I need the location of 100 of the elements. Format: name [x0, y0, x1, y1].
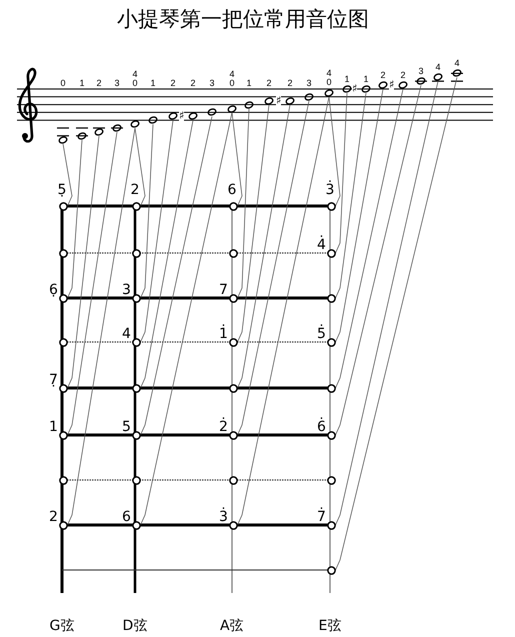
- numbered-note: 3: [122, 281, 131, 299]
- numbered-note: 6̇: [317, 418, 326, 436]
- numbered-note: 4̇: [317, 236, 326, 254]
- finger-number: 4: [326, 68, 332, 78]
- note-head-icon: [207, 108, 217, 116]
- note-head-icon: [94, 128, 104, 136]
- numbered-note: 7: [219, 281, 228, 299]
- leader-line: [140, 112, 232, 526]
- finger-number: 0: [60, 78, 66, 88]
- finger-number: 1: [80, 78, 85, 88]
- note-head-icon: [188, 112, 198, 120]
- finger-number: 2: [288, 78, 293, 88]
- numbered-note: 4: [122, 325, 131, 343]
- sharp-sign: ♯: [276, 94, 282, 107]
- string-label: G弦: [50, 617, 74, 635]
- note-head-icon: [227, 104, 237, 112]
- finger-number: 3: [418, 66, 424, 76]
- numbered-note: 7̣: [49, 371, 58, 389]
- string-label: E弦: [318, 617, 342, 635]
- leader-line: [67, 136, 100, 388]
- leader-line: [335, 80, 438, 526]
- ring-marker-icon: [132, 384, 140, 392]
- finger-number: 1: [364, 74, 369, 84]
- finger-number: 4: [132, 69, 138, 79]
- note-head-icon: [342, 85, 352, 93]
- finger-number: 3: [114, 78, 120, 88]
- note-head-icon: [452, 69, 462, 78]
- leader-line: [237, 108, 250, 298]
- leader-line: [232, 112, 242, 206]
- note-head-icon: [264, 96, 274, 105]
- numbered-note: 3̇: [326, 181, 334, 199]
- leader-line: [134, 128, 146, 206]
- ring-marker-icon: [228, 384, 238, 392]
- ring-marker-icon: [58, 338, 68, 346]
- finger-number: 2: [96, 78, 102, 88]
- note-head-icon: [361, 85, 371, 93]
- sharp-sign: ♯: [352, 83, 358, 95]
- leader-line: [335, 88, 384, 342]
- ring-marker-icon: [326, 384, 336, 392]
- leader-line: [237, 96, 330, 526]
- numbered-note: 6: [228, 181, 236, 199]
- leader-line: [335, 92, 348, 254]
- numbered-note: 2̇: [219, 418, 228, 436]
- finger-number: 4: [454, 58, 460, 68]
- finger-number: 0: [132, 78, 138, 88]
- numbered-note: 6̣: [49, 281, 58, 299]
- finger-number: 2: [190, 78, 196, 88]
- ring-marker-icon: [326, 566, 336, 574]
- note-head-icon: [433, 73, 443, 82]
- ring-marker-icon: [132, 476, 140, 484]
- ring-marker-icon: [58, 248, 68, 258]
- finger-number: 2: [266, 78, 272, 88]
- leader-line: [67, 128, 136, 526]
- note-head-icon: [304, 92, 314, 101]
- note-head-icon: [148, 116, 158, 124]
- numbered-note: 1̇: [219, 325, 228, 343]
- leader-line: [140, 120, 174, 342]
- note-head-icon: [77, 132, 87, 140]
- leader-line: [335, 77, 458, 570]
- note-head-icon: [416, 77, 426, 86]
- leader-line: [335, 92, 366, 298]
- ring-marker-icon: [58, 476, 68, 484]
- numbered-note: 2: [49, 508, 58, 526]
- note-head-icon: [168, 112, 178, 120]
- leader-line: [67, 139, 82, 298]
- leader-line: [140, 124, 154, 298]
- leader-line: [237, 100, 310, 436]
- note-head-icon: [130, 120, 140, 128]
- string-label: A弦: [220, 617, 244, 635]
- finger-number: 1: [246, 78, 252, 88]
- numbered-note: 5: [122, 418, 131, 436]
- finger-number: 4: [230, 69, 235, 79]
- note-head-icon: [58, 136, 68, 144]
- finger-number: 2: [170, 78, 176, 88]
- ring-marker-icon: [228, 248, 238, 258]
- note-head-icon: [112, 124, 122, 132]
- finger-number: 4: [436, 62, 441, 72]
- numbered-note: 3̇: [219, 508, 228, 526]
- leader-line: [237, 104, 270, 342]
- finger-number: 3: [210, 78, 215, 88]
- finger-number: 1: [344, 74, 350, 84]
- leader-line: [335, 84, 422, 436]
- note-head-icon: [244, 100, 254, 109]
- finger-number: 3: [306, 78, 312, 88]
- finger-number: 0: [230, 78, 235, 88]
- ring-marker-icon: [326, 476, 336, 484]
- finger-number: 0: [326, 77, 332, 87]
- leader-line: [67, 132, 118, 436]
- sharp-sign: ♯: [389, 79, 394, 92]
- finger-number: 1: [150, 78, 156, 88]
- leader-line: [335, 88, 404, 388]
- leader-line: [140, 116, 212, 436]
- ring-marker-icon: [228, 476, 238, 484]
- numbered-note: 1: [49, 418, 58, 436]
- ring-marker-icon: [132, 248, 140, 258]
- title: 小提琴第一把位常用音位图: [117, 6, 369, 32]
- note-head-icon: [285, 96, 295, 105]
- numbered-note: 6: [122, 508, 131, 526]
- finger-number: 2: [400, 70, 406, 80]
- note-head-icon: [398, 81, 408, 90]
